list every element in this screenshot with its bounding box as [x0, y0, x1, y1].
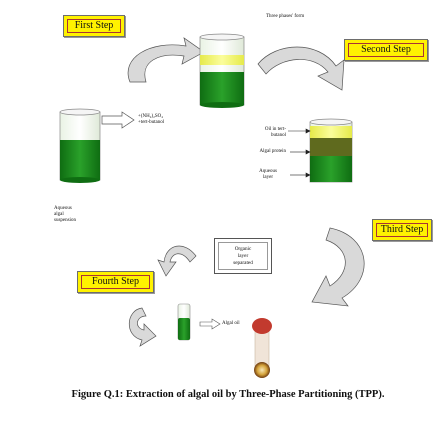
second-step-label: Second Step [344, 39, 428, 61]
beaker-separated-layers [309, 118, 353, 183]
oil-label-line1: Oil in tert- [264, 127, 286, 132]
reagents-label: +(NH₄)₂SO₄ +tert-butanol [138, 114, 198, 126]
arrow-add-reagents [101, 111, 135, 129]
reagent-ammonium-sulfate: +(NH₄)₂SO₄ [138, 114, 163, 119]
curved-arrow-3 [311, 227, 365, 307]
fourth-step-label: Fourth Step [77, 271, 154, 293]
beaker-three-phases [199, 33, 245, 108]
arrow-to-algal-oil [199, 318, 221, 330]
aqueous-layer-label: Aqueous layer [250, 169, 286, 181]
beaker-algal-suspension [59, 108, 101, 183]
curved-arrow-5 [128, 307, 157, 347]
reagent-tert-butanol: +tert-butanol [138, 120, 165, 125]
suspension-line2: algal [54, 212, 64, 217]
figure-caption: Figure Q.1: Extraction of algal oil by T… [71, 389, 385, 400]
aqueous-suspension-label: Aqueous algal suspension [54, 206, 104, 224]
algal-oil-label: Algal oil [222, 321, 240, 326]
flask-algal-oil [252, 318, 272, 378]
organic-layer-box: Organic layer separated [214, 238, 272, 274]
oil-label: Oil in tert- butanol [246, 127, 286, 139]
aqueous-layer-line1: Aqueous [259, 169, 277, 174]
three-phases-label: Three phases' form [266, 14, 305, 19]
aqueous-layer-line2: layer [263, 175, 273, 180]
algal-protein-label: Algal protein [259, 149, 286, 154]
organic-line2: layer [237, 253, 249, 259]
vial-organic-layer [177, 303, 191, 341]
pointer-arrows [288, 128, 311, 178]
curved-arrow-1 [127, 37, 205, 83]
organic-line3: separated [233, 260, 253, 266]
first-step-label: First Step [63, 15, 125, 37]
curved-arrow-4 [157, 245, 197, 277]
third-step-label: Third Step [372, 219, 432, 241]
suspension-line1: Aqueous [54, 206, 72, 211]
suspension-line3: suspension [54, 218, 76, 223]
oil-label-line2: butanol [271, 133, 286, 138]
curved-arrow-2 [257, 46, 345, 91]
organic-line1: Organic [234, 246, 252, 252]
